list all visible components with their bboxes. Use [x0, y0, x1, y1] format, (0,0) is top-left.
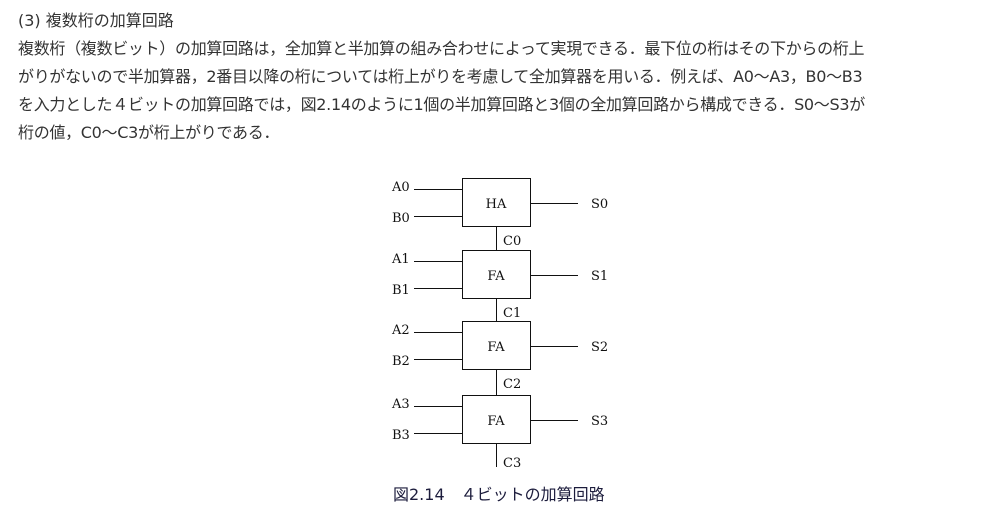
input-a-label: A1	[391, 252, 410, 267]
carry-label: C0	[503, 234, 521, 249]
sum-label: S1	[591, 269, 608, 284]
paragraph-line: がりがないので半加算器，2番目以降の桁については桁上がりを考慮して全加算器を用い…	[18, 67, 863, 86]
paragraph-line: を入力とした４ビットの加算回路では，図2.14のように1個の半加算回路と3個の全…	[18, 95, 865, 114]
body-paragraph: 複数桁（複数ビット）の加算回路は，全加算と半加算の組み合わせによって実現できる．…	[18, 35, 1003, 147]
carry-label: C1	[503, 306, 521, 321]
sum-label: S2	[591, 340, 608, 355]
block-label: FA	[487, 269, 505, 284]
input-a-label: A0	[391, 180, 410, 195]
adder-block	[462, 395, 531, 444]
section-heading: (3) 複数桁の加算回路	[18, 11, 174, 30]
block-label: HA	[486, 197, 507, 212]
input-b-label: B3	[392, 428, 410, 443]
input-a-label: A3	[391, 397, 410, 412]
input-b-label: B1	[392, 283, 410, 298]
figure-caption: 図2.14 ４ビットの加算回路	[393, 485, 605, 504]
carry-label: C3	[503, 456, 521, 471]
sum-label: S3	[591, 414, 608, 429]
input-b-label: B2	[392, 354, 410, 369]
paragraph-line: 複数桁（複数ビット）の加算回路は，全加算と半加算の組み合わせによって実現できる．…	[18, 39, 865, 58]
block-label: FA	[487, 340, 505, 355]
adder-block	[462, 178, 531, 227]
input-a-label: A2	[391, 323, 410, 338]
paragraph-line: 桁の値，C0～C3が桁上がりである．	[18, 123, 280, 142]
block-label: FA	[487, 414, 505, 429]
adder-block	[462, 250, 531, 299]
adder-block	[462, 321, 531, 370]
input-b-label: B0	[392, 211, 410, 226]
sum-label: S0	[591, 197, 608, 212]
carry-label: C2	[503, 377, 521, 392]
